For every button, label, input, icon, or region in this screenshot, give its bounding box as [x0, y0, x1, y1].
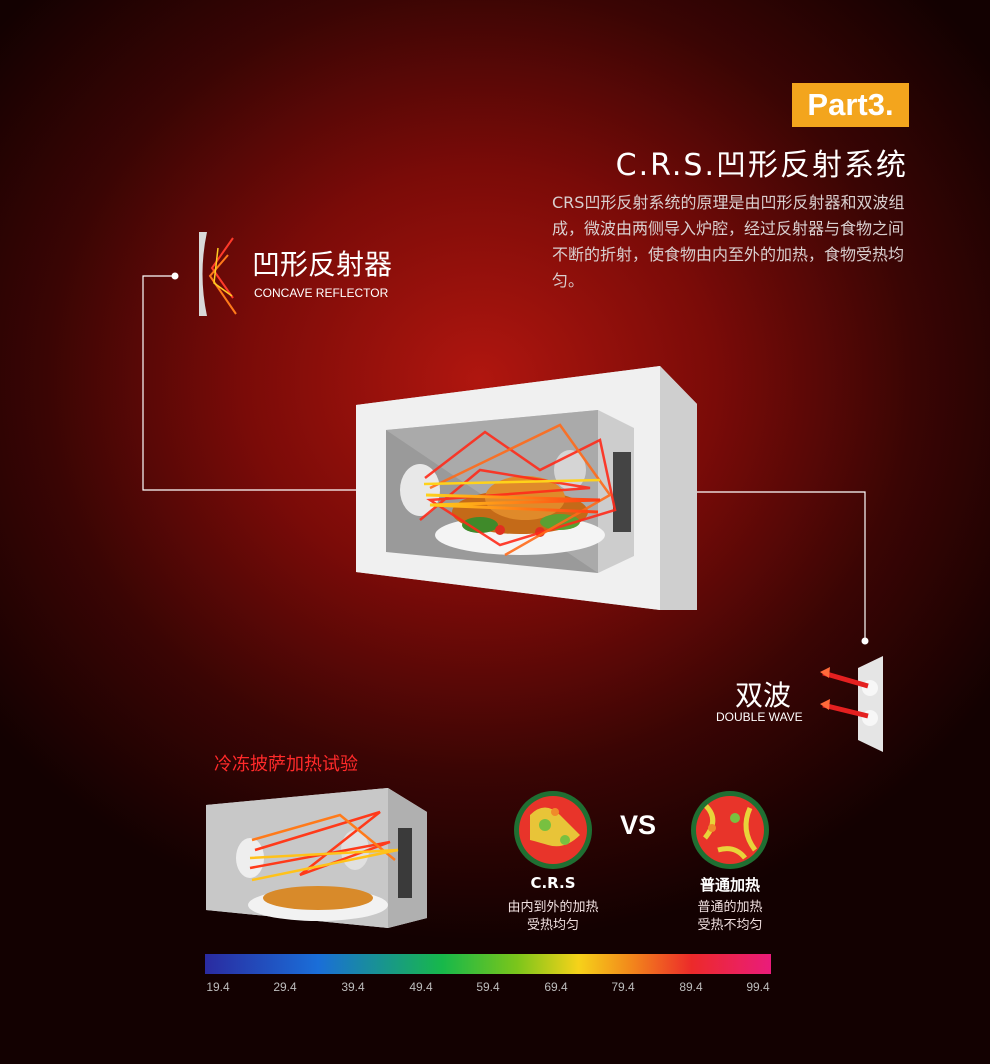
- double-wave-connector-dot: [861, 637, 869, 645]
- crs-desc-line2: 受热均匀: [526, 918, 579, 933]
- section-description: CRS凹形反射系统的原理是由凹形反射器和双波组成，微波由两侧导入炉腔，经过反射器…: [552, 193, 905, 290]
- crs-desc-line1: 由内到外的加热: [507, 900, 599, 915]
- scale-tick: 39.4: [341, 980, 365, 994]
- normal-desc-line2: 受热不均匀: [697, 918, 763, 933]
- double-wave-icon: [820, 656, 883, 752]
- normal-desc-line1: 普通的加热: [697, 900, 763, 915]
- microwave-main: [356, 366, 697, 610]
- double-wave-label-en: DOUBLE WAVE: [716, 710, 803, 724]
- reflector-connector-line: [142, 275, 410, 491]
- pizza-thermal-normal: [691, 791, 769, 869]
- reflector-label-en: CONCAVE REFLECTOR: [254, 286, 389, 300]
- scale-tick: 59.4: [476, 980, 500, 994]
- section-title: C.R.S.凹形反射系统: [615, 148, 908, 183]
- part-badge: Part3.: [792, 83, 909, 127]
- temperature-scale-bar: [205, 954, 771, 974]
- crs-name: C.R.S: [530, 874, 576, 892]
- vs-label: VS: [620, 810, 657, 840]
- double-wave-label-zh: 双波: [735, 679, 792, 712]
- scale-tick: 79.4: [611, 980, 635, 994]
- experiment-title: 冷冻披萨加热试验: [214, 754, 358, 775]
- scale-tick: 99.4: [746, 980, 770, 994]
- scale-tick: 89.4: [679, 980, 703, 994]
- pizza-thermal-crs: [514, 791, 592, 869]
- concave-reflector-icon: [199, 232, 237, 316]
- normal-name: 普通加热: [699, 876, 760, 894]
- reflector-label-zh: 凹形反射器: [252, 248, 393, 281]
- reflector-connector-dot: [171, 272, 179, 280]
- double-wave-connector-line: [620, 491, 866, 640]
- scale-tick: 19.4: [206, 980, 230, 994]
- scale-tick: 49.4: [409, 980, 433, 994]
- microwave-experiment: [206, 788, 427, 928]
- scale-tick: 69.4: [544, 980, 568, 994]
- scale-tick: 29.4: [273, 980, 297, 994]
